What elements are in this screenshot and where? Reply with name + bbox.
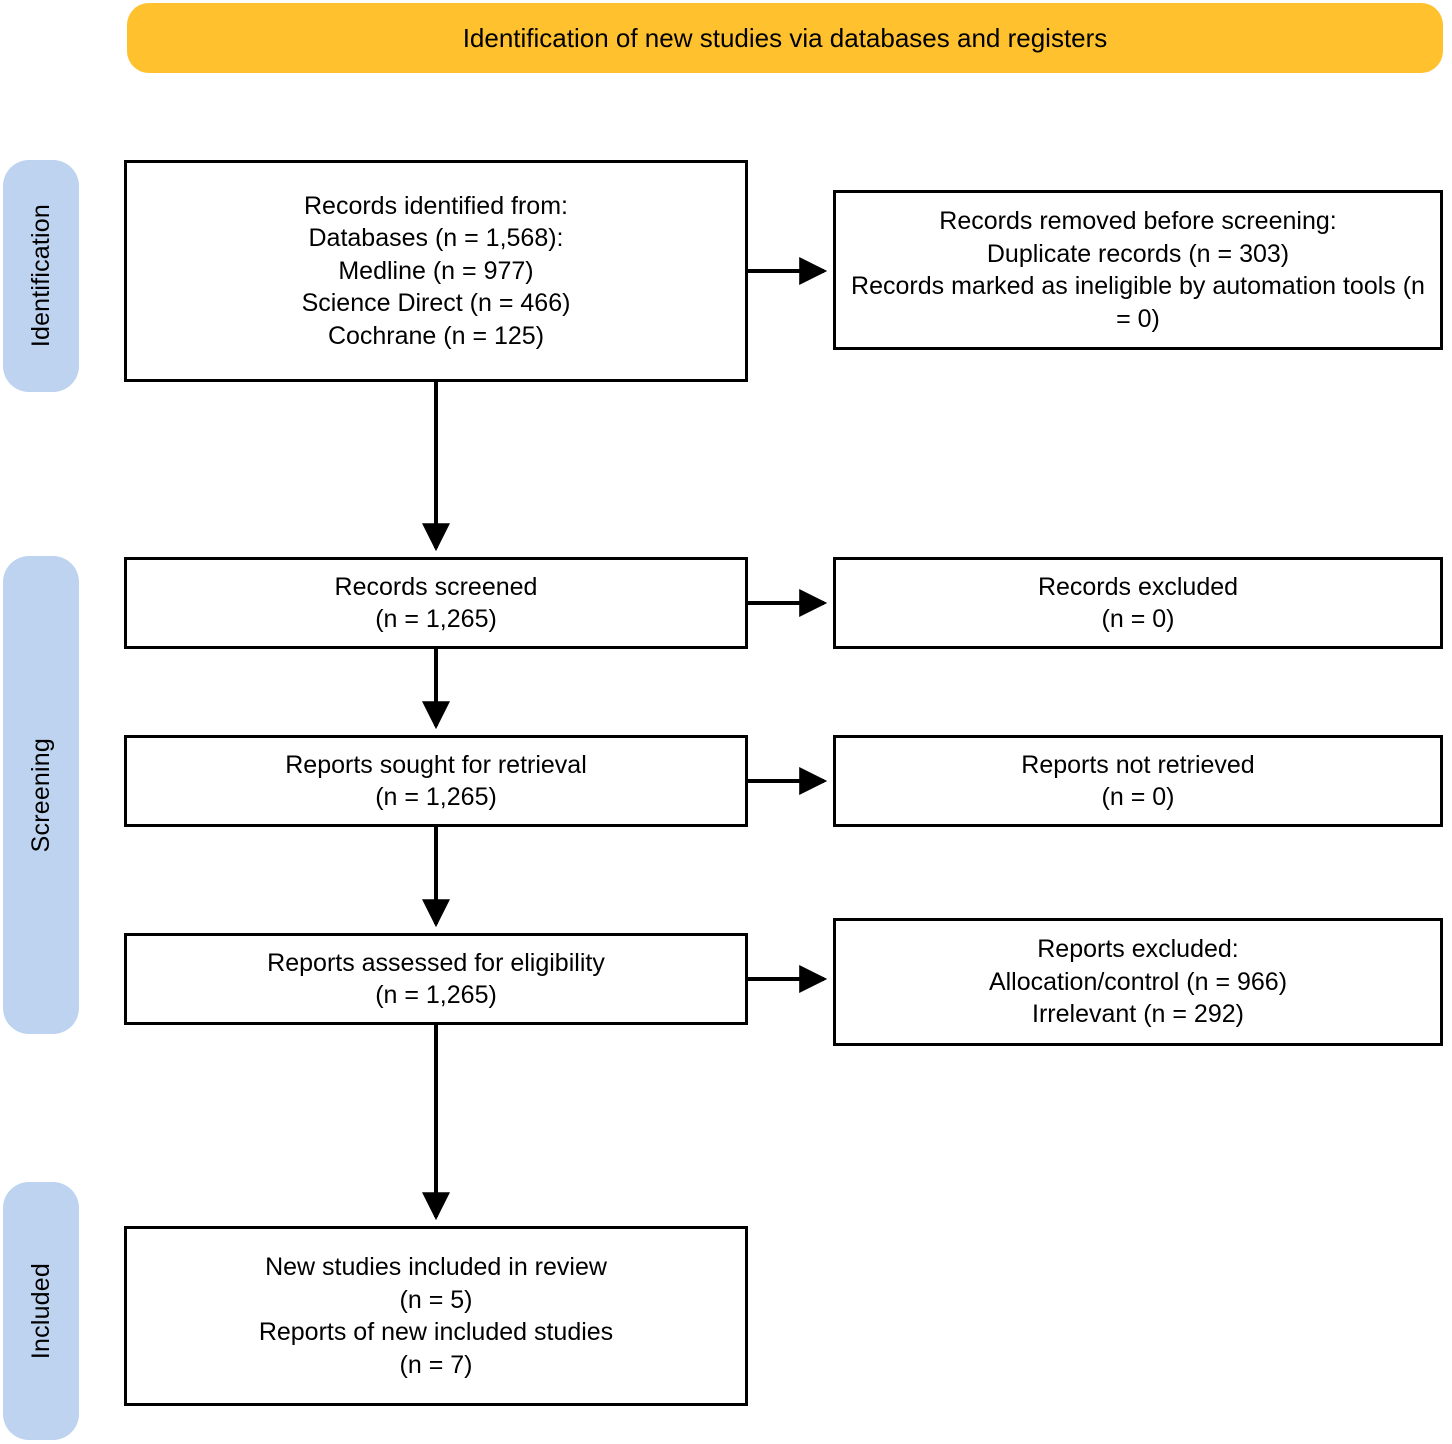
stage-label-identification: Identification: [3, 160, 79, 392]
box-reports-sought-for-retrieval: Reports sought for retrieval (n = 1,265): [124, 735, 748, 827]
box-reports-assessed-for-eligibility: Reports assessed for eligibility (n = 1,…: [124, 933, 748, 1025]
box-reports-not-retrieved-text: Reports not retrieved (n = 0): [1021, 750, 1255, 812]
box-records-excluded-text: Records excluded (n = 0): [1037, 572, 1239, 634]
stage-label-included-text: Included: [26, 1262, 55, 1360]
box-new-studies-included: New studies included in review (n = 5) R…: [124, 1226, 748, 1406]
box-reports-excluded: Reports excluded: Allocation/control (n …: [833, 918, 1443, 1046]
box-reports-assessed-for-eligibility-text: Reports assessed for eligibility (n = 1,…: [267, 948, 605, 1010]
box-reports-not-retrieved: Reports not retrieved (n = 0): [833, 735, 1443, 827]
box-records-screened-text: Records screened (n = 1,265): [334, 572, 538, 634]
box-records-identified: Records identified from: Databases (n = …: [124, 160, 748, 382]
box-new-studies-included-text: New studies included in review (n = 5) R…: [258, 1253, 614, 1379]
stage-label-identification-text: Identification: [26, 204, 55, 348]
box-records-removed-before-screening-text: Records removed before screening: Duplic…: [851, 207, 1425, 333]
stage-label-included: Included: [3, 1182, 79, 1440]
box-records-excluded: Records excluded (n = 0): [833, 557, 1443, 649]
box-reports-sought-for-retrieval-text: Reports sought for retrieval (n = 1,265): [285, 750, 587, 812]
box-records-screened: Records screened (n = 1,265): [124, 557, 748, 649]
header-title: Identification of new studies via databa…: [462, 22, 1108, 53]
stage-label-screening: Screening: [3, 556, 79, 1034]
header-banner: Identification of new studies via databa…: [127, 3, 1443, 73]
box-records-removed-before-screening: Records removed before screening: Duplic…: [833, 190, 1443, 350]
stage-label-screening-text: Screening: [26, 737, 55, 853]
box-reports-excluded-text: Reports excluded: Allocation/control (n …: [988, 935, 1288, 1029]
box-records-identified-text: Records identified from: Databases (n = …: [301, 191, 571, 350]
